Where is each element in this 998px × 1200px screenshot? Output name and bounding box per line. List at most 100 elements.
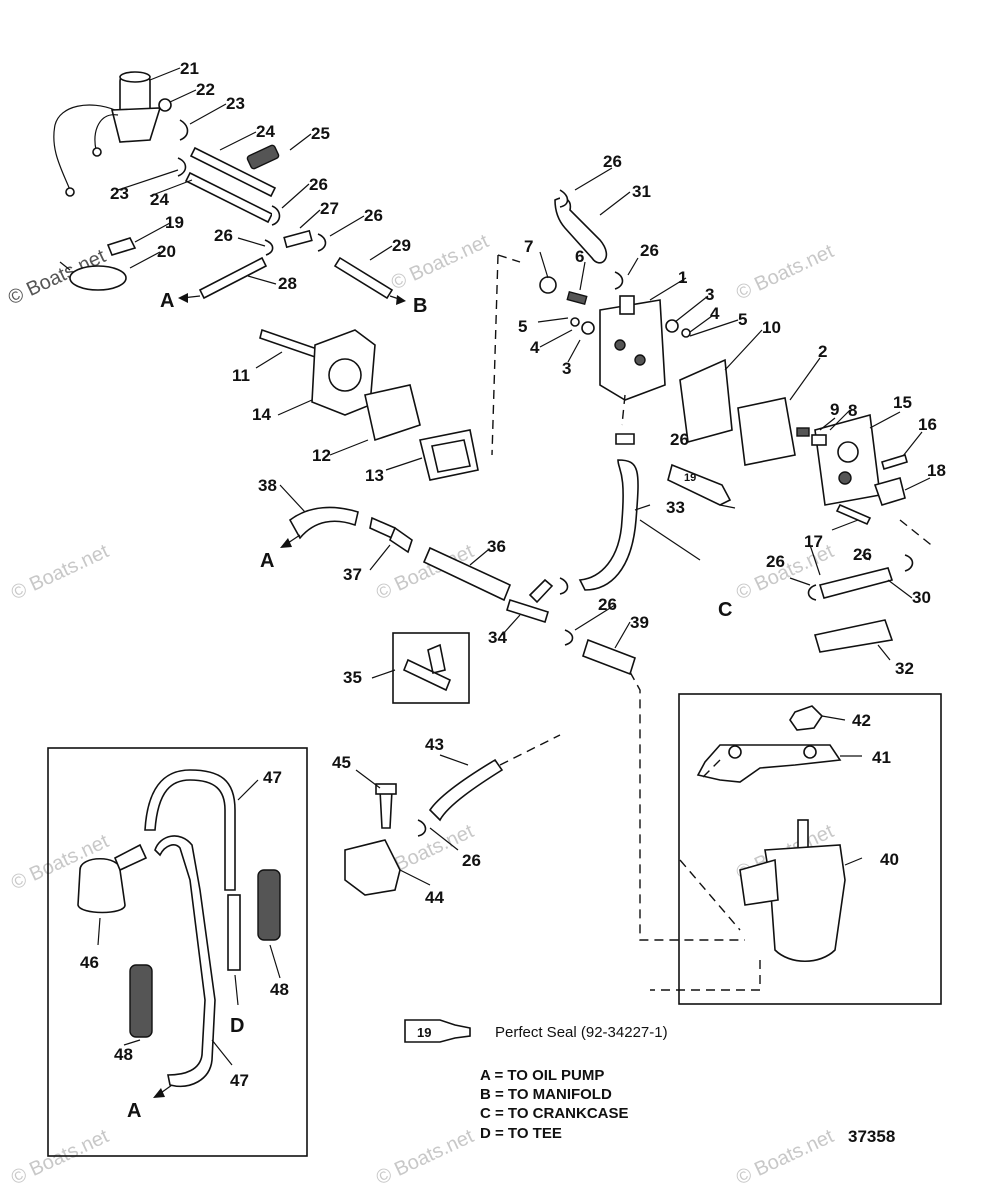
callout-18: 18	[927, 461, 946, 480]
hose-segment	[227, 894, 241, 971]
leader-lines	[537, 167, 821, 401]
callout-25: 25	[311, 124, 330, 143]
callout-48: 48	[114, 1045, 133, 1064]
tee-detail-box	[392, 632, 470, 704]
screw-part	[796, 427, 810, 437]
callout-21: 21	[180, 59, 199, 78]
screw-part	[881, 453, 908, 471]
wire-terminal	[65, 187, 75, 197]
leader-lines	[719, 409, 931, 531]
callout-36: 36	[487, 537, 506, 556]
callout-46: 46	[80, 953, 99, 972]
hose-tee-group	[279, 433, 914, 941]
callout-27: 27	[320, 199, 339, 218]
legend: A = TO OIL PUMP B = TO MANIFOLD C = TO C…	[480, 1067, 629, 1142]
arrow-head	[153, 1088, 165, 1098]
screw-part	[811, 434, 827, 446]
arrow-head	[280, 538, 292, 548]
callout-15: 15	[893, 393, 912, 412]
clamp-part	[615, 433, 635, 445]
hose-part	[818, 567, 894, 599]
spring-part	[566, 290, 588, 306]
letter-b: B	[413, 295, 427, 317]
cover-bolt	[838, 471, 852, 485]
bolt-part	[379, 789, 393, 829]
bracket-hole	[728, 745, 742, 759]
callout-35: 35	[343, 668, 362, 687]
clamp-part	[271, 205, 281, 226]
callout-22: 22	[196, 80, 215, 99]
watermark: © Boats.net	[373, 1125, 478, 1189]
callout-23: 23	[110, 184, 129, 203]
callout-17: 17	[804, 532, 823, 551]
hose-part	[144, 769, 236, 891]
callout-5: 5	[738, 310, 747, 329]
callout-28: 28	[278, 274, 297, 293]
callout-numbers: 21 22 23 24 25 23 24 26 27 26 19 26 29 2…	[80, 59, 946, 1090]
bolt-head	[375, 783, 397, 795]
clamp-part	[264, 239, 274, 256]
legend-item-c: C = TO CRANKCASE	[480, 1105, 629, 1122]
callout-26: 26	[670, 430, 689, 449]
dash-line	[491, 254, 521, 456]
dash-line	[629, 671, 745, 941]
valve-body	[344, 839, 401, 896]
fuel-pump-body	[599, 299, 666, 401]
legend-item-a: A = TO OIL PUMP	[480, 1067, 604, 1084]
sealant-tube-number: 19	[684, 472, 696, 484]
bracket-hole	[803, 745, 817, 759]
callout-13: 13	[365, 466, 384, 485]
sealant-tube-label: 19	[417, 1025, 431, 1040]
callout-23: 23	[226, 94, 245, 113]
callout-4: 4	[530, 338, 540, 357]
washer-part	[570, 317, 580, 327]
screw-part	[106, 237, 137, 256]
leader-lines	[355, 754, 469, 886]
filter-fitting	[739, 858, 779, 906]
callout-26: 26	[309, 175, 328, 194]
sealant-tube-icon	[404, 1019, 471, 1043]
gasket-part	[364, 384, 421, 442]
watermark: © Boats.net	[8, 1125, 113, 1189]
clamp-part	[179, 119, 189, 141]
stud-part	[259, 328, 321, 360]
hose-part	[184, 171, 274, 224]
callout-26: 26	[214, 226, 233, 245]
callout-26: 26	[598, 595, 617, 614]
hose-part	[428, 758, 504, 822]
hose-part	[333, 256, 394, 300]
callout-12: 12	[312, 446, 331, 465]
callout-37: 37	[343, 565, 362, 584]
sealant-note: 19 Perfect Seal (92-34227-1)	[404, 1019, 668, 1043]
callout-45: 45	[332, 753, 351, 772]
callout-2: 2	[818, 342, 827, 361]
washer-part	[665, 319, 679, 333]
nut-part	[789, 705, 824, 731]
plate-hole	[328, 358, 362, 392]
hose-part	[422, 546, 512, 602]
callout-48: 48	[270, 980, 289, 999]
filter-body	[764, 844, 846, 962]
pump-bolt	[634, 354, 646, 366]
callout-5: 5	[518, 317, 527, 336]
callout-20: 20	[157, 242, 176, 261]
wire-terminal	[92, 147, 102, 157]
callout-29: 29	[392, 236, 411, 255]
dash-line	[499, 734, 561, 766]
gasket-part	[679, 358, 733, 444]
clamp-part	[807, 584, 817, 601]
callout-26: 26	[640, 241, 659, 260]
letter-a: A	[160, 290, 174, 312]
callout-14: 14	[252, 405, 271, 424]
callout-3: 3	[562, 359, 571, 378]
diagram-number: 37358	[848, 1127, 895, 1146]
callout-39: 39	[630, 613, 649, 632]
washer-part	[539, 276, 557, 294]
callout-30: 30	[912, 588, 931, 607]
bracket-part	[696, 744, 842, 783]
solenoid-wire	[94, 114, 119, 151]
callout-26: 26	[853, 545, 872, 564]
valve-group	[344, 734, 561, 896]
cover-hole	[837, 441, 859, 463]
